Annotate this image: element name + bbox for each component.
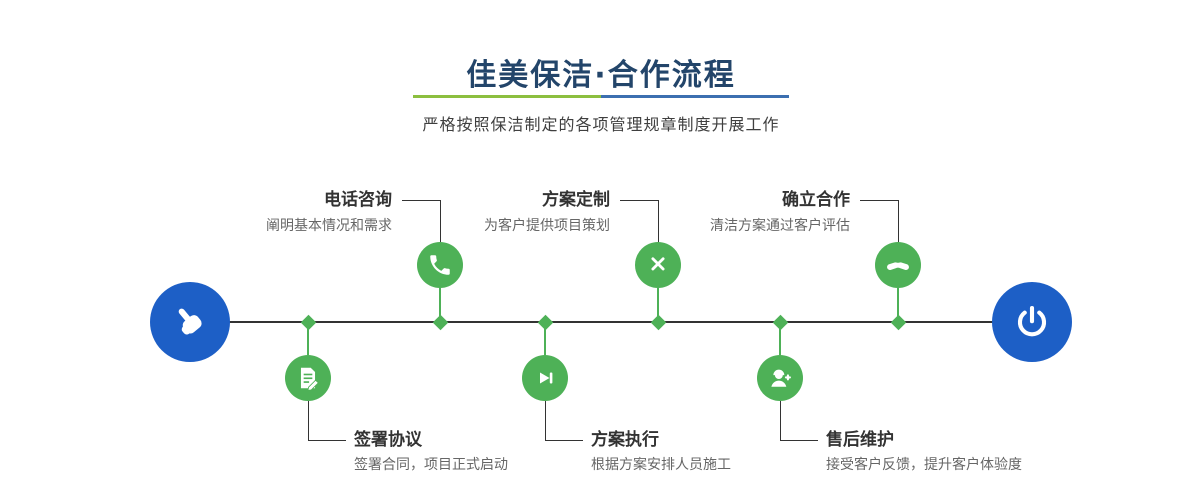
diamond-marker bbox=[650, 314, 667, 331]
connector-line bbox=[545, 401, 546, 440]
timeline-start-node bbox=[150, 282, 230, 362]
step-node bbox=[285, 355, 331, 401]
stem-line bbox=[897, 288, 899, 322]
timeline-line bbox=[190, 321, 1032, 323]
page-title: 佳美保洁·合作流程 bbox=[466, 58, 736, 93]
step-node bbox=[757, 355, 803, 401]
underline-green-segment bbox=[413, 95, 601, 98]
step-desc: 清洁方案通过客户评估 bbox=[710, 218, 850, 234]
step-label: 签署协议 bbox=[354, 430, 422, 450]
stem-line bbox=[779, 324, 781, 355]
connector-line bbox=[620, 200, 658, 201]
handshake-icon bbox=[884, 251, 912, 279]
stem-line bbox=[657, 288, 659, 322]
diamond-marker bbox=[890, 314, 907, 331]
step-label: 方案定制 bbox=[542, 190, 610, 210]
timeline-end-node bbox=[992, 282, 1072, 362]
design-tools-icon bbox=[645, 252, 671, 278]
connector-line bbox=[658, 200, 659, 242]
contract-sign-icon bbox=[295, 365, 321, 391]
phone-icon bbox=[427, 252, 453, 278]
step-node bbox=[875, 242, 921, 288]
step-label: 方案执行 bbox=[591, 430, 659, 450]
step-desc: 接受客户反馈，提升客户体验度 bbox=[826, 457, 1022, 473]
step-desc: 根据方案安排人员施工 bbox=[591, 457, 731, 473]
step-node bbox=[417, 242, 463, 288]
step-label: 电话咨询 bbox=[324, 190, 392, 210]
stem-line bbox=[544, 324, 546, 355]
page-subtitle: 严格按照保洁制定的各项管理规章制度开展工作 bbox=[422, 115, 780, 134]
stem-line bbox=[307, 324, 309, 355]
title-underline bbox=[413, 95, 789, 98]
step-label: 确立合作 bbox=[782, 190, 850, 210]
power-icon bbox=[1013, 303, 1051, 341]
connector-line bbox=[780, 440, 818, 441]
play-next-icon bbox=[533, 366, 557, 390]
step-desc: 签署合同，项目正式启动 bbox=[354, 457, 508, 473]
connector-line bbox=[308, 401, 309, 440]
connector-line bbox=[780, 401, 781, 440]
step-label: 售后维护 bbox=[826, 430, 894, 450]
connector-line bbox=[545, 440, 583, 441]
connector-line bbox=[898, 200, 899, 242]
stem-line bbox=[439, 288, 441, 322]
diamond-marker bbox=[432, 314, 449, 331]
connector-line bbox=[308, 440, 346, 441]
step-desc: 为客户提供项目策划 bbox=[484, 218, 610, 234]
customer-support-icon bbox=[766, 364, 794, 392]
step-node bbox=[635, 242, 681, 288]
underline-blue-segment bbox=[601, 95, 789, 98]
step-desc: 阐明基本情况和需求 bbox=[266, 218, 392, 234]
step-node bbox=[522, 355, 568, 401]
connector-line bbox=[440, 200, 441, 242]
connector-line bbox=[860, 200, 898, 201]
pointing-hand-icon bbox=[170, 302, 210, 342]
connector-line bbox=[402, 200, 440, 201]
